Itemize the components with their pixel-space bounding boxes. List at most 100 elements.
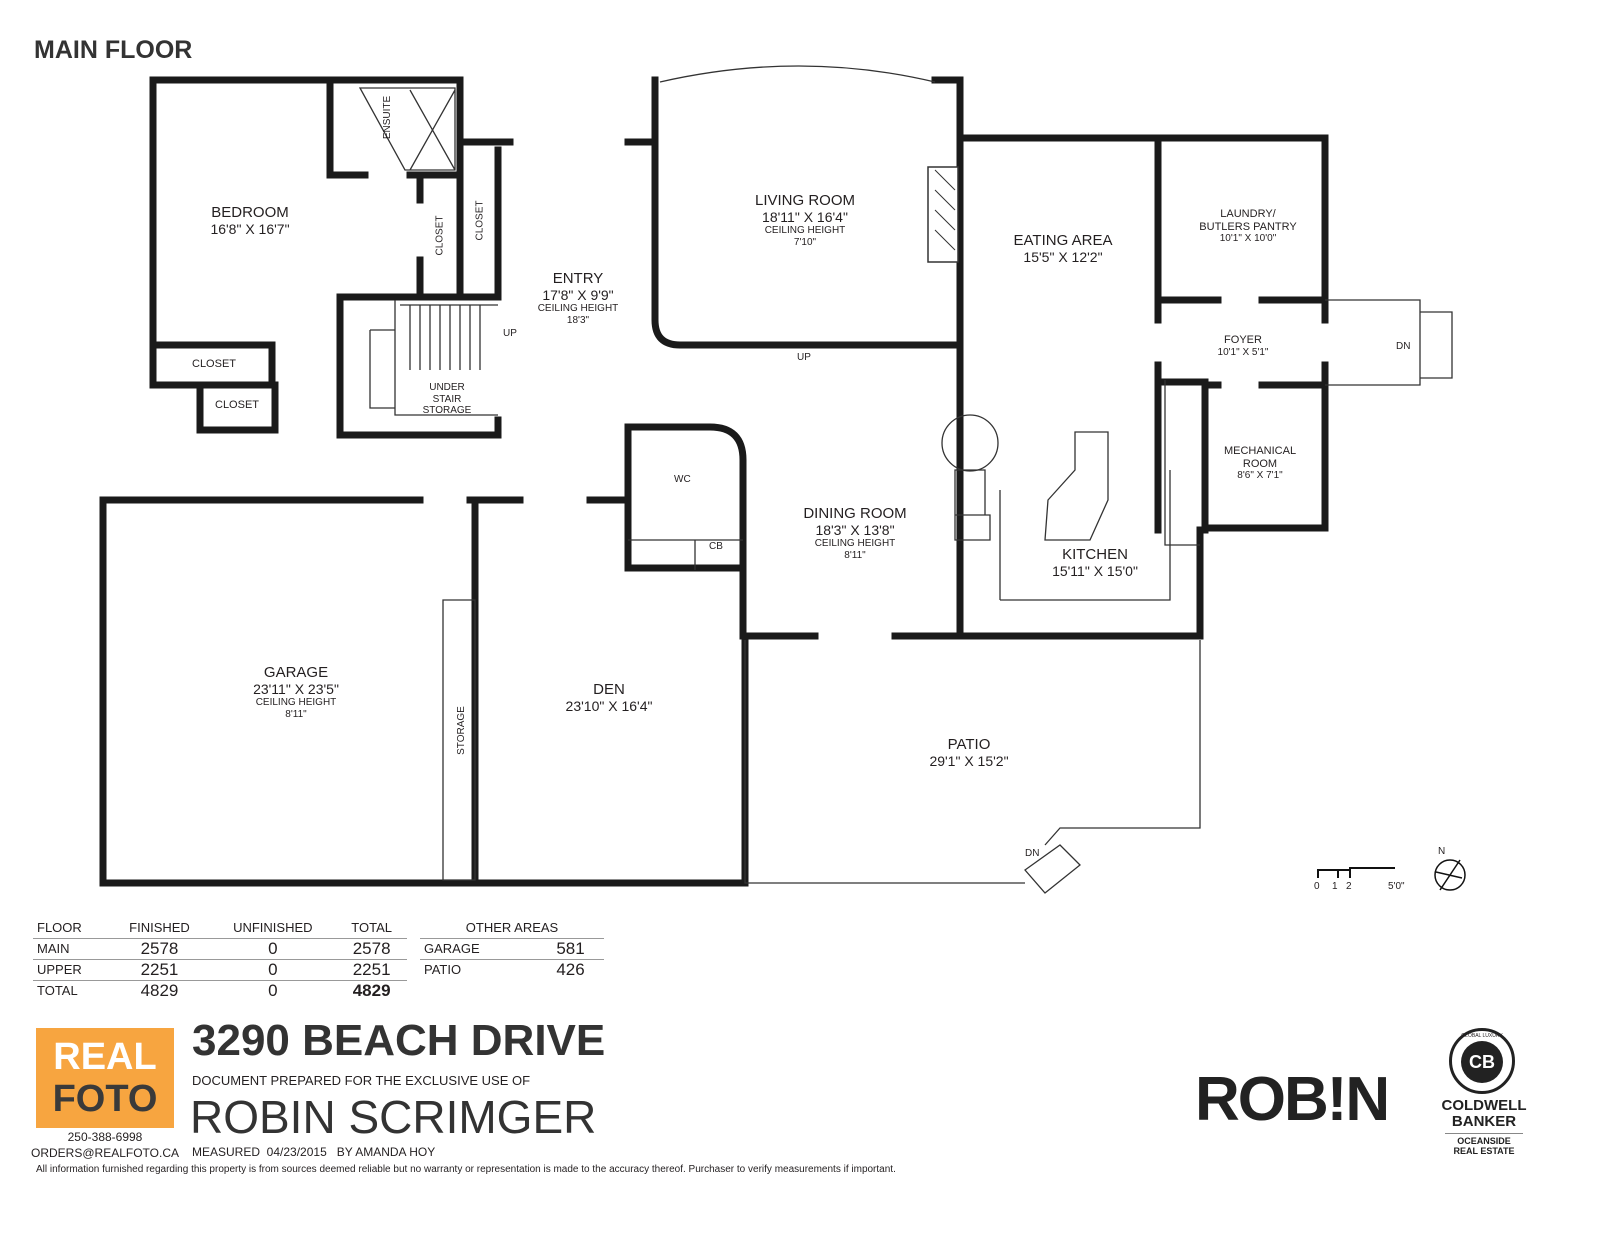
room-storage: STORAGE xyxy=(455,706,467,755)
room-ensuite: ENSUITE xyxy=(382,95,394,140)
room-under-stair-storage: UNDER STAIR STORAGE xyxy=(422,382,472,416)
table-row: PATIO 426 xyxy=(420,959,604,980)
property-address: 3290 BEACH DRIVE xyxy=(192,1016,606,1065)
ceiling-label: CEILING HEIGHT xyxy=(814,538,896,550)
coldwell-banker-logo: COLDWELL BANKER OCEANSIDE REAL ESTATE xyxy=(1425,1097,1543,1157)
stair-up-label: UP xyxy=(503,328,517,339)
disclaimer: All information furnished regarding this… xyxy=(36,1164,896,1175)
realfoto-logo: REAL FOTO xyxy=(36,1028,174,1128)
room-dims: 8'6" X 7'1" xyxy=(1237,470,1283,482)
room-name: LAUNDRY/ BUTLERS PANTRY xyxy=(1199,208,1297,233)
logo-text: BANKER xyxy=(1445,1114,1523,1134)
room-dims: 23'11" X 23'5" xyxy=(253,681,339,698)
scale-bar-icon xyxy=(1317,867,1395,878)
cell: TOTAL xyxy=(37,983,78,998)
coldwell-banker-seal: GLOBAL LUXURY CB xyxy=(1449,1028,1515,1094)
cell: 0 xyxy=(268,980,278,1000)
room-name: ENTRY xyxy=(552,270,604,287)
north-compass-icon xyxy=(1434,859,1466,891)
room-name: LIVING ROOM xyxy=(754,192,856,209)
table-row: TOTAL 4829 0 4829 xyxy=(33,980,407,1001)
cell: 0 xyxy=(209,959,337,981)
header-cell: FINISHED xyxy=(109,918,210,939)
room-dims: 16'8" X 16'7" xyxy=(210,221,290,238)
ceiling-value: 8'11" xyxy=(844,549,866,561)
walls xyxy=(99,76,1329,887)
cell: MAIN xyxy=(33,938,110,960)
stair-down-label: DN xyxy=(1025,848,1040,859)
robin-logo: ROB!N xyxy=(1195,1065,1390,1134)
logo-text: OCEANSIDE xyxy=(1457,1136,1511,1146)
room-dims: 10'1" X 5'1" xyxy=(1217,346,1269,358)
scale-label: 5'0" xyxy=(1388,881,1405,892)
cell: UPPER xyxy=(33,959,110,981)
room-name: MECHANICAL ROOM xyxy=(1223,445,1297,470)
room-name: BEDROOM xyxy=(211,204,289,221)
room-dims: 18'3" X 13'8" xyxy=(815,522,895,539)
room-closet: CLOSET xyxy=(434,215,446,256)
logo-text: COLDWELL xyxy=(1441,1097,1527,1114)
room-dims: 29'1" X 15'2" xyxy=(929,753,1009,770)
header-cell: FLOOR xyxy=(33,918,110,939)
room-name: EATING AREA xyxy=(1013,232,1113,249)
cell: 4829 xyxy=(352,980,391,1000)
room-name: DINING ROOM xyxy=(803,505,907,522)
room-dims: 10'1" X 10'0" xyxy=(1219,233,1277,245)
room-name: KITCHEN xyxy=(1062,546,1128,563)
room-dims: 15'11" X 15'0" xyxy=(1052,563,1138,580)
room-name: GARAGE xyxy=(263,664,329,681)
room-dims: 17'8" X 9'9" xyxy=(542,287,614,304)
stair-down-label: DN xyxy=(1396,341,1411,352)
stair-up-label: UP xyxy=(797,352,811,363)
north-label: N xyxy=(1438,846,1446,857)
cell: 426 xyxy=(556,959,585,979)
contact-email: ORDERS@REALFOTO.CA xyxy=(31,1146,179,1160)
ceiling-value: 18'3" xyxy=(566,314,590,326)
room-closet: CLOSET xyxy=(474,200,486,241)
ceiling-label: CEILING HEIGHT xyxy=(255,697,337,709)
logo-text: REAL ESTATE xyxy=(1453,1146,1515,1156)
ceiling-label: CEILING HEIGHT xyxy=(537,303,619,315)
contact-phone: 250-388-6998 xyxy=(67,1130,143,1144)
header-cell: OTHER AREAS xyxy=(420,918,604,939)
room-closet: CLOSET xyxy=(215,399,260,411)
client-name: ROBIN SCRIMGER xyxy=(190,1091,597,1143)
room-name: DEN xyxy=(593,681,625,698)
scale-label: 0 xyxy=(1314,881,1320,892)
thin-lines xyxy=(358,65,1453,894)
header-cell: UNFINISHED xyxy=(209,918,337,939)
cell: 4829 xyxy=(140,980,179,1000)
fireplace-icon xyxy=(927,166,959,263)
room-dims: 23'10" X 16'4" xyxy=(565,698,653,715)
cell: PATIO xyxy=(424,962,462,977)
room-name: PATIO xyxy=(947,736,991,753)
measured-info: MEASURED 04/23/2015 BY AMANDA HOY xyxy=(192,1145,436,1159)
cell: 2578 xyxy=(109,938,210,960)
cell: 2251 xyxy=(109,959,210,981)
room-dims: 18'11" X 16'4" xyxy=(762,209,848,226)
logo-text: FOTO xyxy=(52,1078,158,1120)
ceiling-label: CEILING HEIGHT xyxy=(764,225,846,237)
header-cell: TOTAL xyxy=(336,918,407,939)
floor-plan xyxy=(99,65,1466,894)
seal-ring-text: GLOBAL LUXURY xyxy=(1461,1033,1503,1039)
room-name: FOYER xyxy=(1224,334,1262,346)
cell: 2251 xyxy=(336,959,407,981)
